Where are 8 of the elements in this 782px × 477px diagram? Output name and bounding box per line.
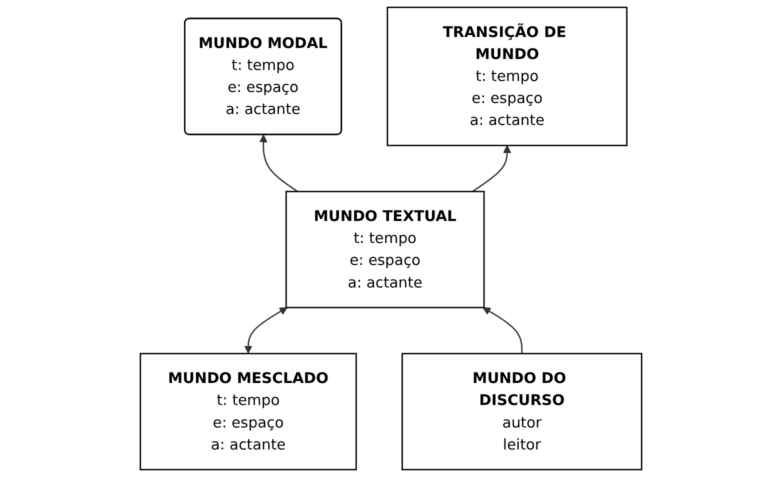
- arrow: [482, 307, 523, 354]
- node-box: TRANSIÇÃO DE MUNDO t: tempo e: espaço a: actante: [386, 6, 628, 146]
- node-box: MUNDO MESCLADO t: tempo e: espaço a: actante: [140, 352, 357, 470]
- node-box: MUNDO TEXTUAL t: tempo e: espaço a: actante: [285, 190, 485, 308]
- arrow: [472, 145, 512, 192]
- node-box: MUNDO DO DISCURSO autor leitor: [402, 352, 642, 470]
- arrow: [244, 307, 288, 354]
- arrow: [259, 134, 298, 192]
